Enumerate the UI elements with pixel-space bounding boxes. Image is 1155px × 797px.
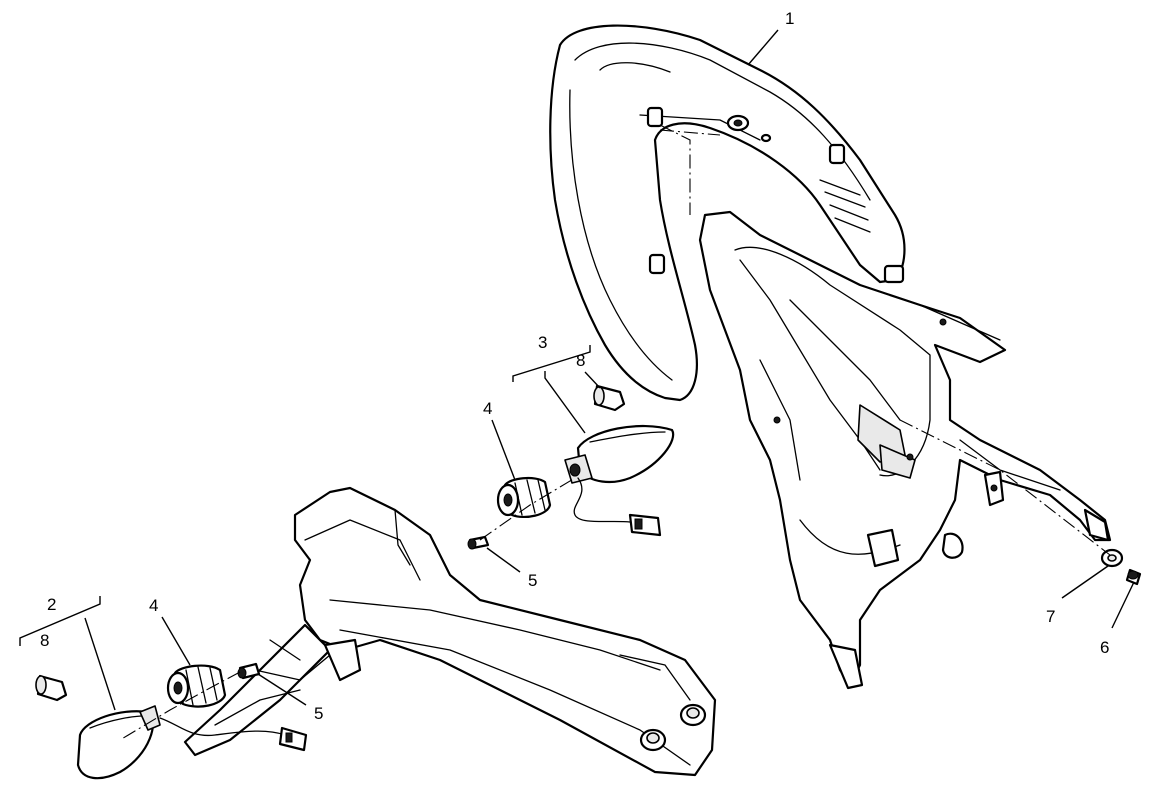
grommet-lower [166, 664, 227, 708]
screw-lower [237, 662, 261, 680]
grommet-upper [496, 476, 552, 519]
rear-subframe-part [698, 210, 1112, 690]
bulb-upper [593, 384, 626, 412]
callout-7: 7 [1046, 607, 1055, 626]
assembly-axes [119, 124, 1111, 741]
callout-6: 6 [1100, 638, 1109, 657]
screw-upper [467, 535, 490, 550]
callout-5-upper: 5 [528, 571, 537, 590]
callout-4-lower: 4 [149, 596, 158, 615]
callout-4-upper: 4 [483, 399, 492, 418]
bulb-lower [35, 674, 68, 702]
callout-labels: 1 2 3 4 4 5 5 6 7 8 8 [40, 9, 1109, 723]
callout-3: 3 [538, 333, 547, 352]
lower-bracket-part [183, 486, 717, 777]
callout-5-lower: 5 [314, 704, 323, 723]
callout-8-lower: 8 [40, 631, 49, 650]
turn-signal-upper [564, 424, 675, 537]
callout-2: 2 [47, 595, 56, 614]
callout-8-upper: 8 [576, 351, 585, 370]
turn-signal-lower [76, 705, 308, 780]
grab-rail-part [549, 24, 906, 402]
leader-lines [19, 29, 1135, 711]
callout-1: 1 [785, 9, 794, 28]
washer-part [1100, 548, 1124, 568]
screw-part [1125, 568, 1142, 586]
